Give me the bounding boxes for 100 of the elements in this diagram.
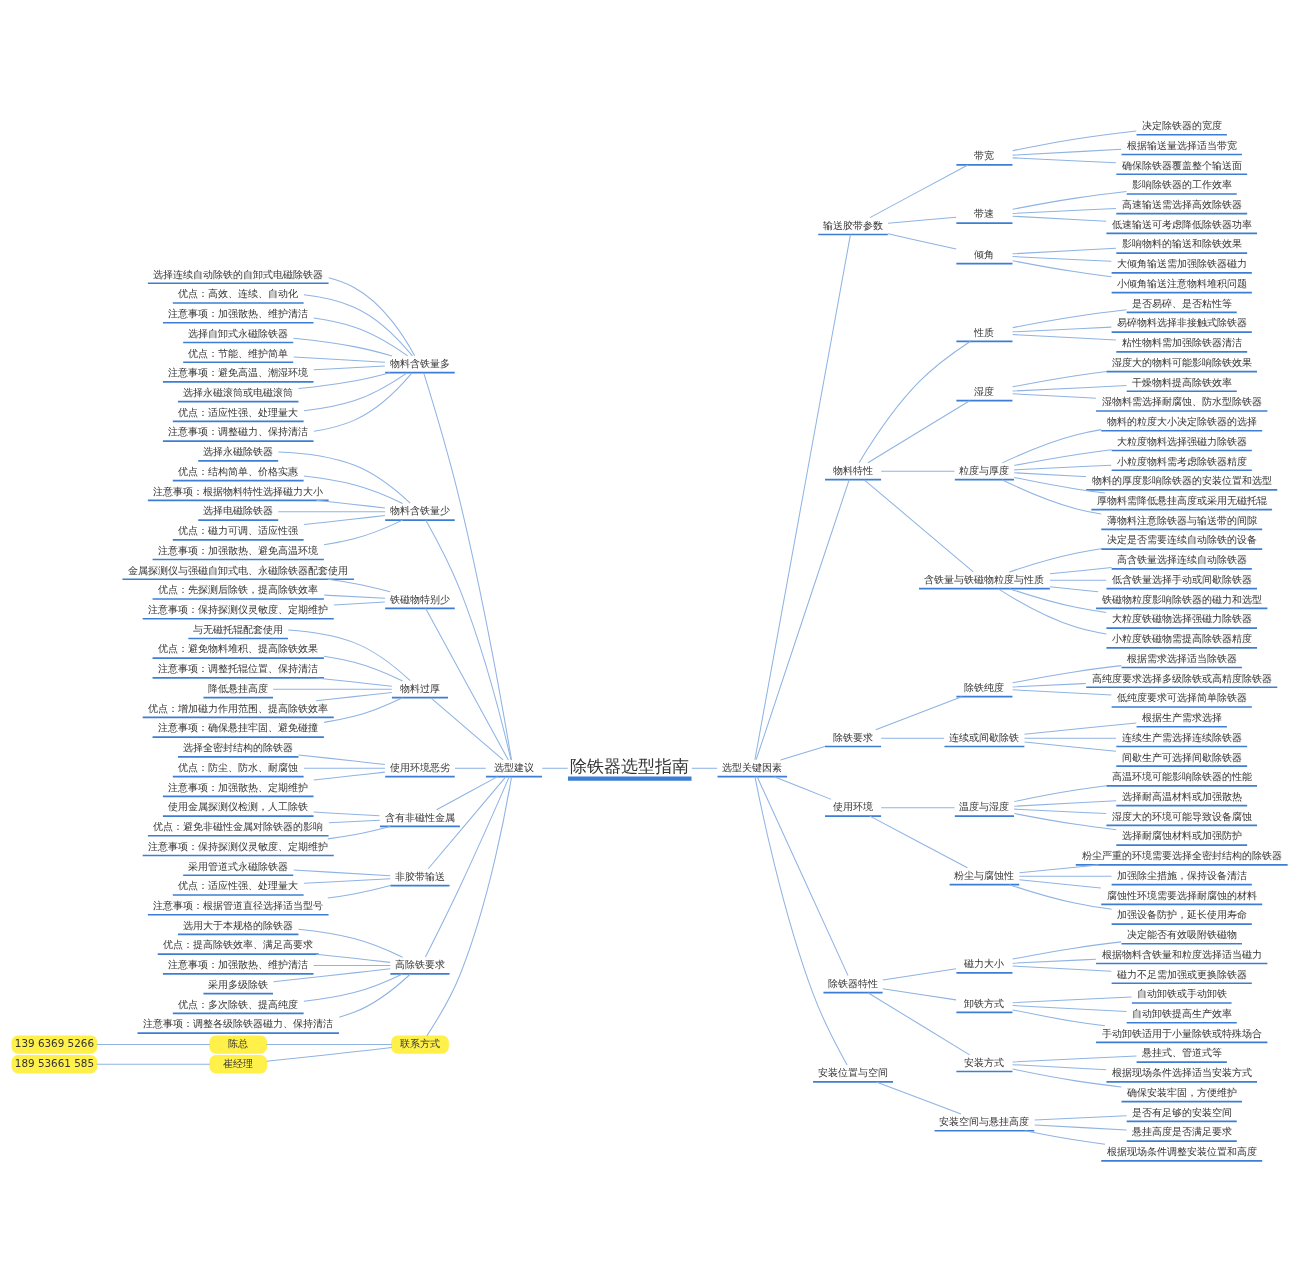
node-text: 粉尘与腐蚀性 xyxy=(954,868,1015,881)
node-text: 高温环境可能影响除铁器的性能 xyxy=(1111,769,1252,782)
connector xyxy=(1012,255,1112,262)
node-text: 决定能否有效吸附铁磁物 xyxy=(1126,927,1237,940)
connector xyxy=(293,869,391,876)
node-text: 除铁要求 xyxy=(833,730,874,743)
connector xyxy=(882,987,957,1000)
node-text: 温度与湿度 xyxy=(959,799,1010,812)
connector xyxy=(333,601,386,605)
connector xyxy=(754,775,848,1065)
node-text: 加强设备防护，延长使用寿命 xyxy=(1116,907,1247,920)
connector xyxy=(266,1043,393,1045)
connector xyxy=(436,775,499,810)
node-text: 除铁器选型指南 xyxy=(570,756,690,776)
node-text: 根据现场条件调整安装位置和高度 xyxy=(1106,1144,1257,1157)
node-text: 注意事项：加强散热、维护清洁 xyxy=(168,957,309,970)
node-text: 铁磁物粒度影响除铁器的磁力和选型 xyxy=(1101,592,1262,605)
connector xyxy=(1012,370,1107,387)
connector xyxy=(1012,1055,1138,1062)
node-text: 使用环境恶劣 xyxy=(389,760,450,773)
connector xyxy=(430,696,504,760)
connector xyxy=(1012,1063,1107,1070)
node-box: 189 53661 585 xyxy=(11,1054,98,1073)
node-text: 选择电磁除铁器 xyxy=(203,503,274,516)
node-text: 腐蚀性环境需要选择耐腐蚀的材料 xyxy=(1106,888,1257,901)
connector xyxy=(323,696,404,723)
node-text: 根据现场条件选择适当安装方式 xyxy=(1111,1065,1252,1078)
node-text: 高速输送需选择高效除铁器 xyxy=(1121,197,1242,210)
connector xyxy=(303,514,386,525)
connector xyxy=(96,1043,211,1045)
node-text: 注意事项：根据物料特性选择磁力大小 xyxy=(153,484,324,497)
connector xyxy=(426,775,513,1036)
connector xyxy=(1008,547,1102,572)
connector xyxy=(1012,384,1127,392)
connector xyxy=(887,216,957,224)
node-text: 小粒度物料需考虑除铁器精度 xyxy=(1116,454,1247,467)
connector xyxy=(424,775,510,957)
connector xyxy=(1034,1114,1128,1121)
node-text: 确保除铁器覆盖整个输送面 xyxy=(1121,158,1242,171)
connector xyxy=(423,371,513,760)
node-text: 大倾角输送需加强除铁器磁力 xyxy=(1116,256,1247,269)
node-text: 粉尘严重的环境需要选择全密封结构的除铁器 xyxy=(1081,848,1282,861)
node-text: 优点：高效、连续、自动化 xyxy=(178,286,299,299)
node-text: 金属探测仪与强磁自卸式电、永磁除铁器配套使用 xyxy=(128,563,349,576)
connector xyxy=(1013,808,1107,814)
connector xyxy=(1018,875,1113,877)
connector xyxy=(691,767,718,769)
connector xyxy=(293,356,386,363)
connector xyxy=(1012,148,1122,156)
node-text: 影响除铁器的工作效率 xyxy=(1131,177,1232,190)
node-text: 选择耐腐蚀材料或加强防护 xyxy=(1121,828,1242,841)
connector xyxy=(756,775,849,976)
node-text: 优点：先探测后除铁，提高除铁效率 xyxy=(158,582,319,595)
connector xyxy=(1012,130,1137,151)
node-text: 选择全密封结构的除铁器 xyxy=(183,740,294,753)
node-text: 选择自卸式永磁除铁器 xyxy=(188,326,289,339)
connector xyxy=(297,371,391,389)
connector xyxy=(303,767,386,769)
connector xyxy=(293,337,393,356)
node-text: 优点：防尘、防水、耐腐蚀 xyxy=(178,760,299,773)
node-text: 湿度 xyxy=(974,384,995,397)
node-text: 使用金属探测仪检测，人工除铁 xyxy=(168,799,309,812)
node-text: 高含铁量选择连续自动除铁器 xyxy=(1116,552,1247,565)
node-text: 连续生产需选择连续除铁器 xyxy=(1121,730,1242,743)
node-text: 是否易碎、是否粘性等 xyxy=(1131,296,1232,309)
connector xyxy=(1012,688,1112,696)
node-text: 低速输送可考虑降低除铁器功率 xyxy=(1111,217,1252,230)
node-text: 安装位置与空间 xyxy=(818,1065,889,1078)
connector xyxy=(327,884,391,899)
node-text: 低纯度要求可选择简单除铁器 xyxy=(1116,690,1247,703)
node-text: 根据输送量选择适当带宽 xyxy=(1126,138,1237,151)
node-text: 选型关键因素 xyxy=(722,760,783,773)
connector xyxy=(266,1046,393,1062)
node-text: 物料特性 xyxy=(833,463,874,476)
node-text: 注意事项：调整磁力、保持清洁 xyxy=(168,424,309,437)
connector xyxy=(541,767,569,769)
node-text: 根据需求选择适当除铁器 xyxy=(1126,651,1237,664)
connector xyxy=(880,806,956,808)
node-text: 是否有足够的安装空间 xyxy=(1131,1105,1232,1118)
node-text: 优点：磁力可调、适应性强 xyxy=(178,523,299,536)
node-text: 铁磁物特别少 xyxy=(389,592,450,605)
connector xyxy=(1018,863,1099,873)
node-text: 注意事项：保持探测仪灵敏度、定期维护 xyxy=(148,839,329,852)
node-text: 物料过厚 xyxy=(399,681,440,694)
node-text: 根据物料含铁量和粒度选择适当磁力 xyxy=(1101,947,1262,960)
connector xyxy=(1012,207,1117,214)
connector xyxy=(1018,878,1102,888)
connector xyxy=(1013,799,1117,807)
node-text: 优点：避免非磁性金属对除铁器的影响 xyxy=(153,819,324,832)
node-text: 间歇生产可选择间歇除铁器 xyxy=(1121,749,1242,762)
connector xyxy=(1013,784,1107,802)
node-text: 低含铁量选择手动或间歇除铁器 xyxy=(1111,572,1252,585)
connector xyxy=(272,688,393,690)
connector xyxy=(313,964,391,966)
node-text: 选择连续自动除铁的自卸式电磁除铁器 xyxy=(153,267,324,280)
node-text: 易碎物料选择非接触式除铁器 xyxy=(1116,315,1247,328)
connector xyxy=(327,578,391,592)
node-text: 带速 xyxy=(974,206,995,219)
connector xyxy=(1012,156,1117,163)
connector xyxy=(875,695,963,730)
